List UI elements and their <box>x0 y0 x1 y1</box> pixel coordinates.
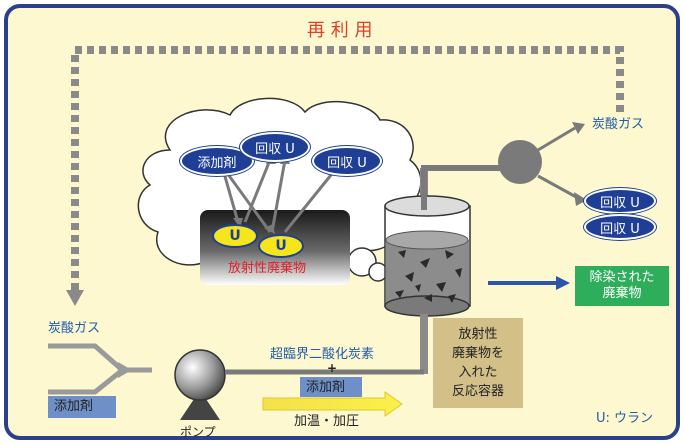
decontaminated-label: 除染された 廃棄物 <box>575 266 669 306</box>
uranium-oval-2: U <box>258 234 304 258</box>
reactor-label-line-3: 入れた <box>458 365 498 380</box>
recycle-dotted-arrow <box>71 46 624 290</box>
input-additive-label: 添加剤 <box>54 399 94 414</box>
output-recovered-u-oval-2: 回収 U <box>584 214 656 240</box>
reactor-label-line-4: 反応容器 <box>451 384 504 399</box>
cloud-recovered-u-oval-1: 回収 U <box>240 132 310 162</box>
cloud-arrows <box>220 159 337 233</box>
heat-label: 加温・加圧 <box>294 414 360 429</box>
uranium-legend: U: ウラン <box>596 411 654 426</box>
recycle-arrowhead <box>66 290 84 306</box>
decontaminated-line-2: 廃棄物 <box>602 286 642 301</box>
output-co2-label: 炭酸ガス <box>592 117 645 132</box>
uranium-oval-1: U <box>212 224 258 248</box>
separator-ball <box>498 140 542 184</box>
reactor-label-line-1: 放射性 <box>458 327 498 342</box>
input-co2-label: 炭酸ガス <box>48 321 101 336</box>
supercritical-label: 超臨界二酸化炭素 <box>270 347 375 362</box>
reactor-label-line-2: 廃棄物を <box>451 346 504 361</box>
reactor-label: 放射性 廃棄物を 入れた 反応容器 <box>433 318 523 408</box>
additive-input-box <box>48 396 116 418</box>
pump-label: ポンプ <box>180 425 216 439</box>
output-recovered-u-oval-1: 回収 U <box>584 188 656 214</box>
output-arrowhead <box>556 276 570 290</box>
flow-additive-box <box>300 377 362 397</box>
flow-plus: + <box>327 361 338 375</box>
cloud-recovered-u-oval-2: 回収 U <box>312 146 382 176</box>
decontaminated-box <box>575 266 669 306</box>
decontaminated-line-1: 除染された <box>589 270 655 285</box>
waste-label: 放射性廃棄物 <box>228 261 307 276</box>
recycle-title: 再 利 用 <box>307 20 373 41</box>
pump-icon <box>174 349 226 420</box>
heat-arrow <box>262 391 403 417</box>
flow-additive-label: 添加剤 <box>306 380 346 395</box>
separator-branches <box>537 126 579 200</box>
reactor-label-box <box>433 318 523 408</box>
top-pipe <box>421 165 500 210</box>
